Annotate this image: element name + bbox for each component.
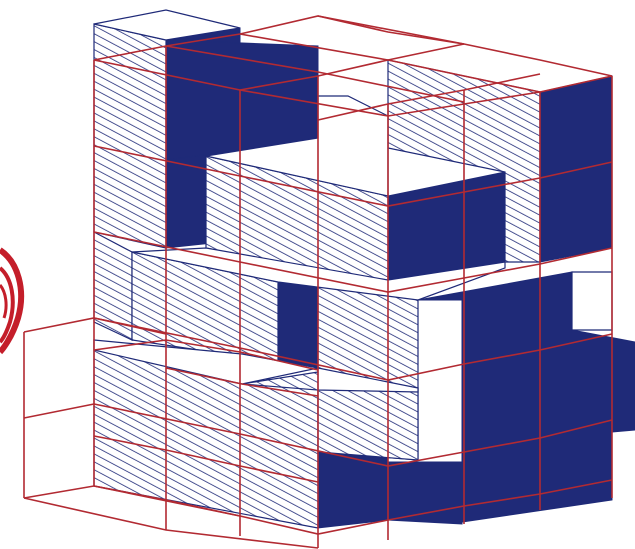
red-swirl-icon [0,250,21,352]
